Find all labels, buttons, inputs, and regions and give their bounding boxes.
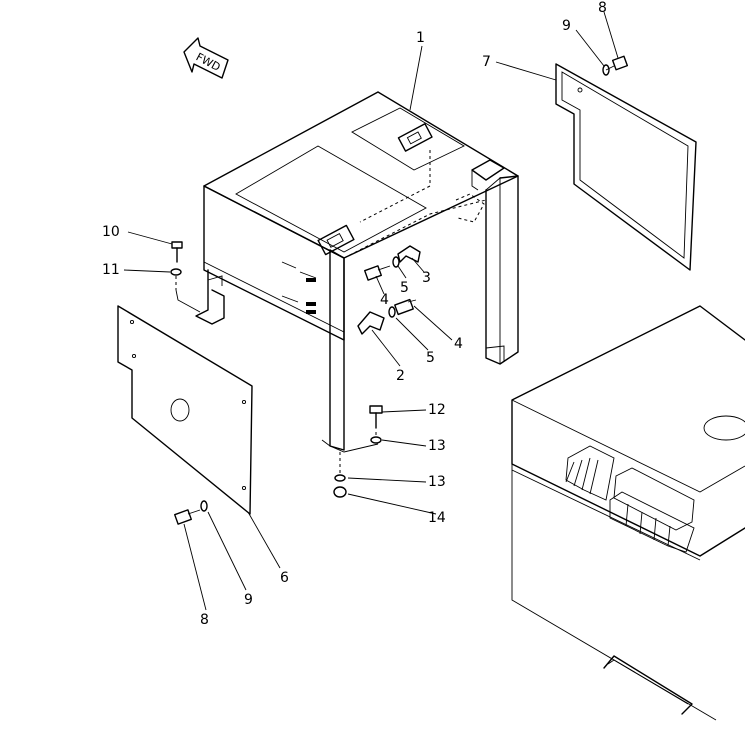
fastener-parts xyxy=(170,55,629,525)
label-part-10: 10 xyxy=(102,224,120,240)
side-cover-panel-left xyxy=(117,305,253,515)
fwd-arrow-icon: FWD xyxy=(183,37,229,79)
label-part-3: 3 xyxy=(422,270,431,286)
label-part-11: 11 xyxy=(102,262,120,278)
label-part-2: 2 xyxy=(396,368,405,384)
hood-cover xyxy=(195,91,519,453)
label-part-8-right: 8 xyxy=(598,0,607,16)
part-number-labels: 1 2 3 4 4 5 5 6 7 8 8 9 9 10 11 12 13 13… xyxy=(102,0,607,628)
label-part-14: 14 xyxy=(428,510,446,526)
label-part-5-upper: 5 xyxy=(400,280,409,296)
label-part-9-right: 9 xyxy=(562,18,571,34)
label-part-6: 6 xyxy=(280,570,289,586)
label-part-1: 1 xyxy=(416,30,425,46)
label-part-5-lower: 5 xyxy=(426,350,435,366)
label-part-13-upper: 13 xyxy=(428,438,446,454)
label-part-9-left: 9 xyxy=(244,592,253,608)
side-cover-panel-right xyxy=(555,63,697,271)
adjacent-unit-body xyxy=(511,305,745,721)
label-part-4-upper: 4 xyxy=(380,292,389,308)
label-part-12: 12 xyxy=(428,402,446,418)
label-part-13-lower: 13 xyxy=(428,474,446,490)
label-part-8-left: 8 xyxy=(200,612,209,628)
label-part-7: 7 xyxy=(482,54,491,70)
leader-lines xyxy=(123,11,619,611)
label-part-4-lower: 4 xyxy=(454,336,463,352)
